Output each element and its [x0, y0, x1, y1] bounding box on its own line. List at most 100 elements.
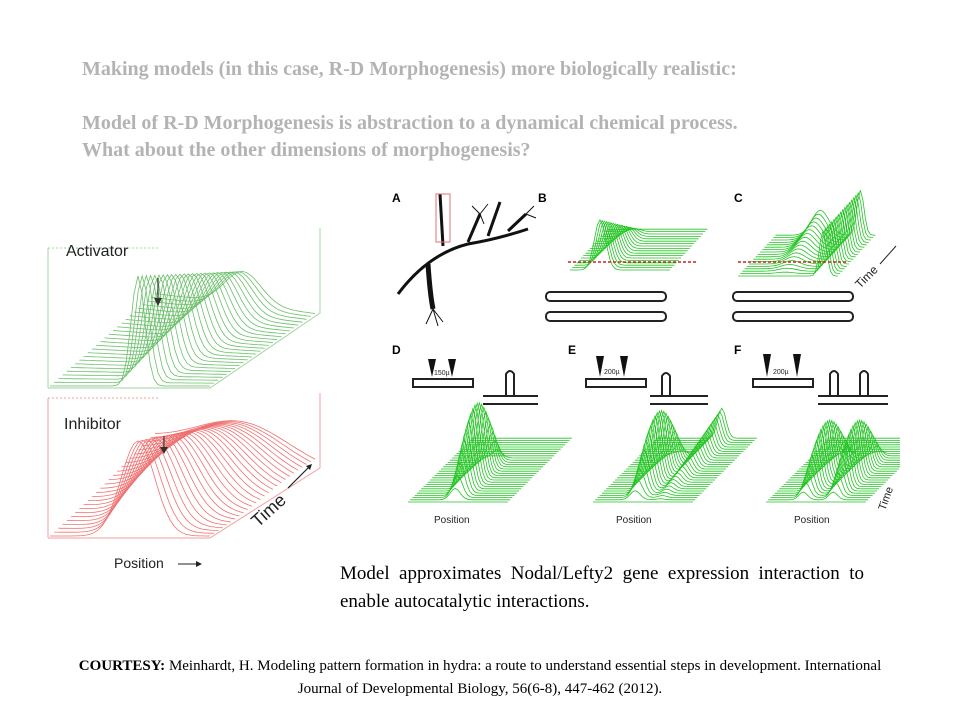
waterfall-curve: [598, 226, 699, 240]
waterfall-curve: [781, 439, 882, 488]
panel-b-plot: [545, 219, 708, 322]
waterfall-curve: [112, 272, 274, 343]
waterfall-curve: [100, 273, 261, 352]
waterfall-curve: [792, 419, 893, 477]
waterfall-curve: [645, 423, 746, 450]
waterfall-curve: [96, 432, 257, 504]
waterfall-curve: [766, 199, 867, 246]
waterfall-curve: [150, 421, 311, 463]
waterfall-curve: [775, 190, 876, 236]
waterfall-curve: [603, 227, 703, 235]
panel-f-tube: 200µ: [752, 354, 888, 405]
waterfall-curve: [757, 209, 858, 255]
courtesy-citation: COURTESY: Meinhardt, H. Modeling pattern…: [60, 655, 900, 701]
heading-line-2: Model of R-D Morphogenesis is abstractio…: [82, 112, 738, 134]
waterfall-curve: [764, 202, 865, 248]
courtesy-label: COURTESY:: [78, 658, 166, 674]
waterfall-curve: [606, 439, 707, 490]
waterfall-curve: [755, 211, 856, 258]
waterfall-curve: [814, 450, 900, 455]
waterfall-curve: [753, 214, 854, 260]
waterfall-curve: [621, 409, 722, 474]
panel-d-position-label: Position: [434, 515, 470, 526]
inhibitor-label: Inhibitor: [64, 416, 122, 433]
waterfall-curve: [619, 409, 720, 477]
waterfall-curve: [154, 420, 316, 460]
panel-label-c: C: [734, 191, 743, 205]
waterfall-curve: [639, 433, 740, 457]
waterfall-curve: [768, 197, 869, 243]
panel-e-tube: 200µ: [585, 356, 708, 405]
hydra-panels-figure: Time 150µ 200µ 200µ A B C D E F Position…: [388, 184, 900, 528]
waterfall-curve: [742, 226, 843, 272]
waterfall-curve: [785, 428, 886, 483]
waterfall-curve: [604, 447, 704, 492]
waterfall-curve: [810, 439, 900, 459]
waterfall-curve: [83, 273, 244, 364]
waterfall-curve: [796, 419, 897, 472]
waterfall-curve: [594, 225, 695, 244]
waterfall-curve: [50, 440, 210, 537]
waterfall-curve: [783, 433, 884, 485]
waterfall-curve: [790, 421, 891, 479]
waterfall-curve: [414, 461, 515, 496]
waterfall-curve: [79, 435, 240, 517]
waterfall-curve: [443, 416, 544, 468]
waterfall-curve: [612, 418, 713, 483]
waterfall-curve: [772, 472, 873, 496]
panel-c-plot: Time: [732, 190, 897, 322]
waterfall-curve: [410, 488, 511, 501]
waterfall-curve: [50, 275, 210, 387]
waterfall-curve: [626, 412, 726, 470]
waterfall-curve: [138, 423, 299, 471]
waterfall-curve: [133, 271, 295, 329]
waterfall-curve: [628, 415, 729, 468]
waterfall-curve: [117, 272, 278, 340]
panel-label-f: F: [734, 343, 741, 357]
waterfall-curve: [142, 271, 303, 323]
activator-inhibitor-figure: Activator Inhibitor Time Position: [40, 218, 322, 575]
waterfall-curve: [576, 220, 677, 264]
waterfall-curve: [449, 440, 550, 461]
waterfall-curve: [637, 436, 737, 459]
waterfall-curve: [652, 413, 753, 444]
waterfall-curve: [762, 204, 863, 250]
waterfall-curve: [121, 272, 282, 338]
waterfall-curve: [643, 426, 744, 452]
waterfall-curve: [92, 432, 253, 507]
waterfall-curve: [788, 424, 888, 481]
waterfall-curve: [592, 224, 692, 247]
waterfall-curve: [129, 272, 290, 332]
svg-text:200µ: 200µ: [773, 369, 789, 376]
waterfall-curve: [774, 462, 875, 494]
waterfall-curve: [75, 435, 236, 520]
waterfall-curve: [54, 274, 215, 384]
activator-label: Activator: [66, 243, 129, 260]
waterfall-curve: [54, 439, 215, 534]
waterfall-curve: [656, 407, 757, 439]
waterfall-curve: [773, 192, 874, 238]
heading-line-3: What about the other dimensions of morph…: [82, 139, 531, 161]
waterfall-curve: [58, 439, 219, 531]
waterfall-curve: [634, 430, 735, 461]
waterfall-curve: [632, 424, 733, 463]
waterfall-curve: [615, 414, 715, 481]
waterfall-curve: [70, 436, 232, 523]
panel-f-plot: [766, 418, 900, 503]
slide-heading: Making models (in this case, R-D Morphog…: [82, 56, 922, 164]
waterfall-curve: [87, 273, 248, 361]
waterfall-curve: [799, 420, 899, 470]
waterfall-curve: [768, 491, 869, 501]
panel-label-a: A: [392, 191, 401, 205]
waterfall-curve: [597, 478, 698, 499]
waterfall-curve: [599, 468, 700, 496]
waterfall-curve: [744, 223, 845, 270]
waterfall-curve: [430, 403, 530, 481]
waterfall-curve: [630, 419, 731, 466]
waterfall-curve: [803, 426, 900, 466]
waterfall-curve: [794, 418, 895, 474]
waterfall-curve: [142, 423, 303, 468]
courtesy-text: Meinhardt, H. Modeling pattern formation…: [165, 658, 882, 697]
panel-label-b: B: [538, 191, 547, 205]
waterfall-curve: [108, 429, 269, 494]
